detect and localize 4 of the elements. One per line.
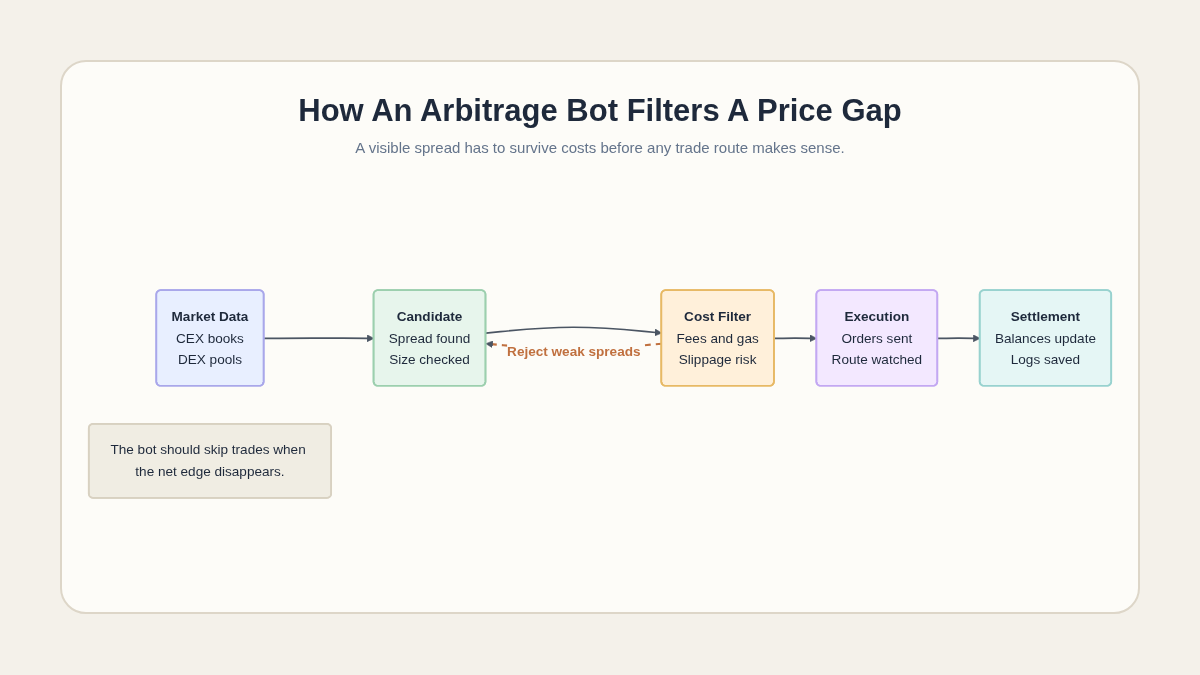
subtitle: A visible spread has to survive costs before any trade route makes sense. — [355, 138, 845, 158]
edge-label: Reject weak spreads — [507, 343, 641, 359]
card-background: How An Arbitrage Bot Filters A Price Gap A visible spread has to survive costs before any trade route makes sense. Reject weak spreads Market Data CEX books DEX pools Candidate Spread found Size checked Cost Filter Fees and gas Slippage risk Execution Orders sent Route watched Settlement Balances update Logs saved The bot should skip trades when the net edge disappears. — [60, 60, 1140, 614]
title: How An Arbitrage Bot Filters A Price Gap — [298, 92, 902, 130]
